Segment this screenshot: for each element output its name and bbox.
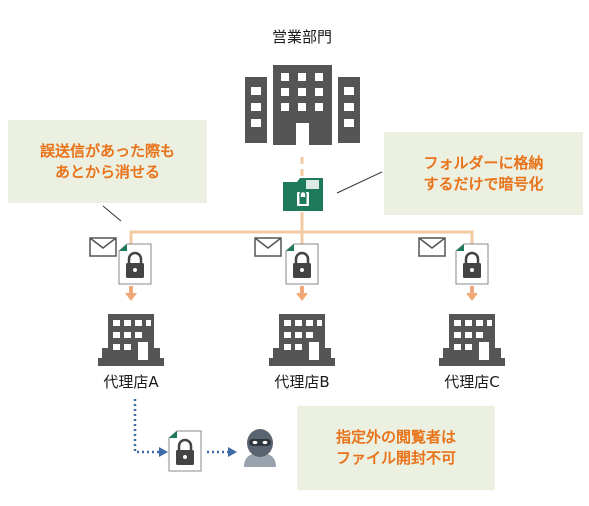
masked-intruder-icon	[244, 429, 276, 467]
recall-callout-line1: 誤送信があった際も	[39, 141, 175, 160]
folder-callout-line2: するだけで暗号化	[423, 174, 544, 193]
store-building-icon	[98, 314, 164, 366]
folder-encryption-callout: フォルダーに格納 するだけで暗号化	[384, 132, 583, 215]
store-building-icon	[439, 314, 505, 366]
callout-pointer-right	[336, 171, 383, 194]
unauthorized-callout-line2: ファイル開封不可	[335, 449, 456, 467]
folder-callout-line1: フォルダーに格納	[423, 153, 544, 172]
envelope-icon	[418, 237, 446, 257]
locked-file-icon	[118, 243, 152, 285]
hq-title: 営業部門	[271, 28, 332, 46]
locked-file-icon	[285, 243, 319, 285]
recall-callout: 誤送信があった際も あとから消せる	[8, 120, 207, 203]
unauthorized-callout-line1: 指定外の閲覧者は	[335, 428, 456, 446]
locked-file-icon	[168, 430, 202, 472]
agency-b-label: 代理店B	[274, 373, 330, 391]
agency-a-label: 代理店A	[103, 373, 159, 391]
envelope-icon	[89, 237, 117, 257]
envelope-icon	[254, 237, 282, 257]
office-building-icon	[245, 65, 360, 145]
callout-pointer-left	[102, 205, 122, 222]
store-building-icon	[269, 314, 335, 366]
locked-file-icon	[455, 243, 489, 285]
agency-c-label: 代理店C	[444, 373, 500, 391]
unauthorized-viewer-callout: 指定外の閲覧者は ファイル開封不可	[297, 406, 495, 490]
leak-path-line	[133, 399, 160, 454]
locked-folder-icon	[283, 178, 323, 211]
recall-callout-line2: あとから消せる	[54, 162, 160, 181]
